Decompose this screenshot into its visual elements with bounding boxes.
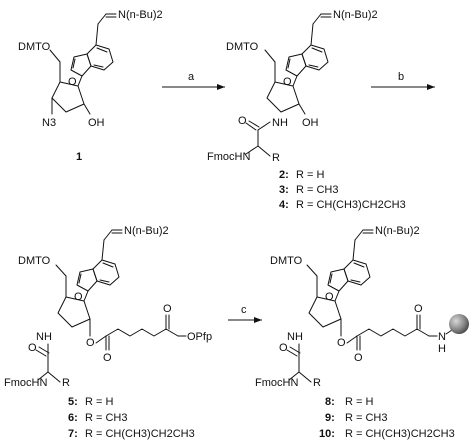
carbonyl-oxygen: O	[103, 352, 112, 364]
compound-r-7: R = CH(CH3)CH2CH3	[85, 428, 195, 440]
compound-r-4: R = CH(CH3)CH2CH3	[296, 199, 406, 211]
carbonyl-oxygen: O	[238, 115, 247, 127]
opfp-label: OPfp	[187, 331, 212, 343]
reaction-arrow-b: b	[371, 71, 435, 90]
amidine-label: N(n-Bu)2	[375, 225, 420, 237]
carbonyl-oxygen: O	[354, 352, 363, 364]
compound-number-10: 10:	[319, 428, 335, 440]
linker-chain	[95, 314, 187, 351]
carbonyl-oxygen: O	[414, 303, 423, 315]
step-label-b: b	[398, 71, 404, 83]
compound-number-7: 7:	[68, 428, 78, 440]
nh-label: NH	[287, 331, 303, 343]
compound-r-3: R = CH3	[296, 184, 339, 196]
r-label: R	[313, 377, 321, 389]
fmoc-label: FmocHN	[4, 377, 47, 389]
r-label: R	[62, 377, 70, 389]
hydroxyl-label: OH	[88, 117, 105, 129]
compound-2-4: N(n-Bu)2 DMTO O NH OH O FmocHN R 2: R = …	[207, 9, 406, 211]
r-label: R	[272, 152, 280, 164]
compound-1: N(n-Bu)2 DMTO O N3 OH 1	[18, 9, 163, 163]
amino-acid-linker	[245, 120, 271, 157]
compound-number-4: 4:	[279, 199, 289, 211]
sugar-ring	[264, 49, 306, 115]
adenine-base	[76, 229, 123, 292]
compound-number-8: 8:	[325, 396, 335, 408]
compound-number-2: 2:	[279, 169, 289, 181]
compound-8-10: N(n-Bu)2 DMTO O NH O O O N H	[255, 225, 469, 440]
amide-n-label: N	[438, 331, 446, 343]
adenine-base	[285, 13, 332, 77]
adenine-base	[70, 13, 117, 77]
amino-acid-linker	[35, 343, 61, 383]
adenine-base	[327, 229, 374, 292]
dmto-label: DMTO	[18, 41, 51, 53]
ester-oxygen: O	[337, 337, 346, 349]
carbonyl-oxygen: O	[28, 342, 37, 354]
carbonyl-oxygen: O	[279, 342, 288, 354]
hydroxyl-label: OH	[302, 117, 319, 129]
dmto-label: DMTO	[226, 41, 259, 53]
sugar-ring	[49, 49, 91, 115]
reaction-arrow-a: a	[162, 71, 225, 90]
amidine-label: N(n-Bu)2	[333, 9, 378, 21]
dmto-label: DMTO	[270, 255, 303, 267]
compound-r-6: R = CH3	[85, 412, 128, 424]
amidine-label: N(n-Bu)2	[124, 225, 169, 237]
fmoc-label: FmocHN	[207, 151, 250, 163]
carbonyl-oxygen: O	[163, 303, 172, 315]
sugar-ring	[306, 264, 342, 337]
dmto-label: DMTO	[18, 255, 51, 267]
linker-chain	[346, 314, 453, 351]
ring-oxygen: O	[74, 291, 83, 303]
sugar-ring	[55, 264, 91, 337]
compound-r-5: R = H	[85, 396, 113, 408]
compound-number-1: 1	[76, 151, 82, 163]
step-label-c: c	[241, 304, 247, 316]
compound-r-2: R = H	[296, 169, 324, 181]
amide-h-label: H	[438, 343, 446, 355]
ester-oxygen: O	[86, 337, 95, 349]
ring-oxygen: O	[68, 76, 77, 88]
nh-label: NH	[36, 331, 52, 343]
compound-number-9: 9:	[325, 412, 335, 424]
amino-acid-linker	[286, 343, 312, 383]
solid-support-bead	[449, 314, 469, 334]
ring-oxygen: O	[283, 76, 292, 88]
reaction-arrow-c: c	[228, 304, 262, 323]
compound-r-8: R = H	[345, 396, 373, 408]
compound-number-5: 5:	[68, 396, 78, 408]
compound-5-7: N(n-Bu)2 DMTO O NH O O O OPfp	[4, 225, 212, 440]
amidine-label: N(n-Bu)2	[118, 9, 163, 21]
compound-number-6: 6:	[68, 412, 78, 424]
nh-label: NH	[272, 117, 288, 129]
compound-number-3: 3:	[279, 184, 289, 196]
ring-oxygen: O	[325, 291, 334, 303]
azide-label: N3	[42, 117, 56, 129]
compound-r-10: R = CH(CH3)CH2CH3	[345, 428, 455, 440]
compound-r-9: R = CH3	[345, 412, 388, 424]
fmoc-label: FmocHN	[255, 377, 298, 389]
step-label-a: a	[188, 71, 195, 83]
